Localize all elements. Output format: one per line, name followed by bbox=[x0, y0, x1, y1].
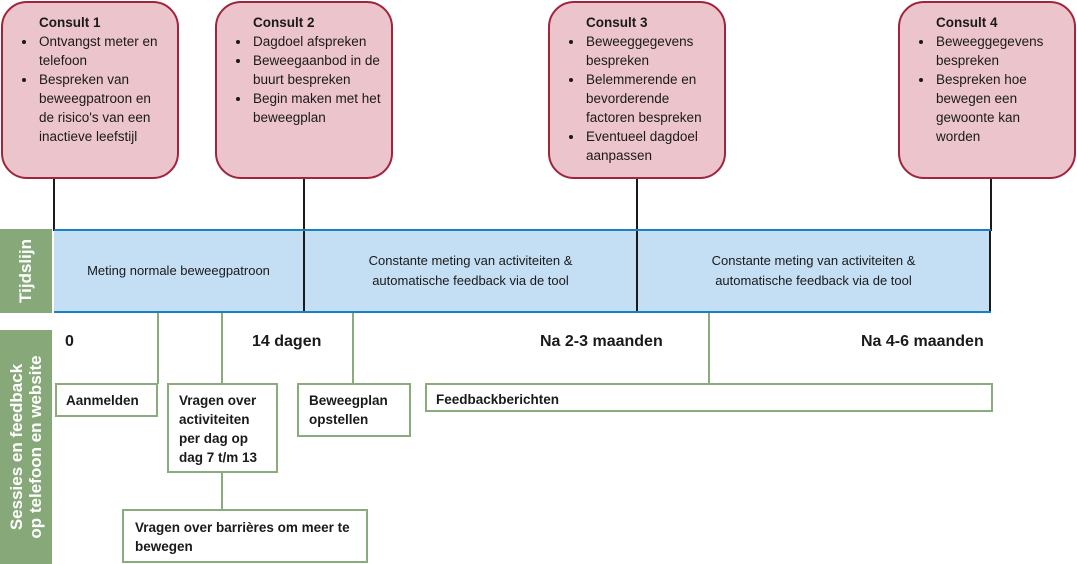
consult-2-connector bbox=[303, 179, 305, 231]
aanmelden-box: Aanmelden bbox=[55, 383, 158, 417]
consult-4-list: Beweeggegevens bespreken Bespreken hoe b… bbox=[912, 32, 1064, 146]
tijdslijn-text: Tijdslijn bbox=[16, 239, 35, 303]
beweegplan-box: Beweegplan opstellen bbox=[297, 383, 411, 437]
sessies-line-2: op telefoon en website bbox=[26, 355, 45, 539]
timeline-divider bbox=[303, 231, 305, 311]
consult-4-item: Bespreken hoe bewegen een gewoonte kan w… bbox=[934, 70, 1064, 146]
consult-1-title: Consult 1 bbox=[39, 15, 101, 30]
consult-1-box: Consult 1 Ontvangst meter en telefoon Be… bbox=[1, 1, 179, 179]
time-mark-4-6-maanden: Na 4-6 maanden bbox=[861, 333, 984, 350]
feedbackberichten-box: Feedbackberichten bbox=[425, 383, 993, 412]
consult-3-box: Consult 3 Beweeggegevens bespreken Belem… bbox=[548, 1, 726, 179]
time-mark-2-3-maanden: Na 2-3 maanden bbox=[540, 333, 663, 350]
tijdslijn-label: Tijdslijn bbox=[0, 229, 52, 313]
timeline-bar: Meting normale beweegpatroon Constante m… bbox=[54, 229, 991, 313]
consult-3-item: Belemmerende en bevorderende factoren be… bbox=[584, 70, 714, 127]
sessies-text: Sessies en feedback op telefoon en websi… bbox=[7, 355, 45, 538]
beweegplan-connector bbox=[352, 313, 354, 384]
consult-4-item: Beweeggegevens bespreken bbox=[934, 32, 1064, 70]
consult-4-title: Consult 4 bbox=[936, 15, 998, 30]
consult-1-item: Ontvangst meter en telefoon bbox=[37, 32, 167, 70]
consult-2-box: Consult 2 Dagdoel afspreken Beweegaanbod… bbox=[215, 1, 393, 179]
vragen-activiteiten-box: Vragen over activiteiten per dag op dag … bbox=[167, 383, 278, 473]
timeline-segment-3: Constante meting van activiteiten & auto… bbox=[711, 253, 916, 288]
consult-1-list: Ontvangst meter en telefoon Bespreken va… bbox=[15, 32, 167, 146]
timeline-segment-1: Meting normale beweegpatroon bbox=[87, 263, 270, 278]
time-mark-14-dagen: 14 dagen bbox=[252, 333, 322, 350]
aanmelden-connector bbox=[157, 313, 159, 384]
consult-3-connector bbox=[636, 179, 638, 231]
consult-2-item: Begin maken met het beweegplan bbox=[251, 89, 381, 127]
vragen-barrieres-box: Vragen over barrières om meer te bewegen bbox=[122, 509, 368, 563]
consult-3-list: Beweeggegevens bespreken Belemmerende en… bbox=[562, 32, 714, 165]
timeline-segment-2: Constante meting van activiteiten & auto… bbox=[368, 253, 573, 288]
vragen-activiteiten-connector bbox=[221, 313, 223, 384]
consult-1-connector bbox=[53, 179, 55, 231]
time-mark-0: 0 bbox=[65, 333, 74, 350]
consult-3-item: Beweeggegevens bespreken bbox=[584, 32, 714, 70]
timeline-end bbox=[989, 231, 991, 311]
consult-1-item: Bespreken van beweegpatroon en de risico… bbox=[37, 70, 167, 146]
consult-2-list: Dagdoel afspreken Beweegaanbod in de buu… bbox=[229, 32, 381, 127]
consult-3-item: Eventueel dagdoel aanpassen bbox=[584, 127, 714, 165]
consult-2-item: Beweegaanbod in de buurt bespreken bbox=[251, 51, 381, 89]
timeline-divider bbox=[636, 231, 638, 311]
sessies-line-1: Sessies en feedback bbox=[7, 363, 26, 531]
consult-2-item: Dagdoel afspreken bbox=[251, 32, 381, 51]
consult-2-title: Consult 2 bbox=[253, 15, 315, 30]
sessies-label: Sessies en feedback op telefoon en websi… bbox=[0, 330, 52, 564]
consult-3-title: Consult 3 bbox=[586, 15, 648, 30]
consult-4-connector bbox=[990, 179, 992, 231]
feedback-connector bbox=[708, 313, 710, 384]
consult-4-box: Consult 4 Beweeggegevens bespreken Bespr… bbox=[898, 1, 1076, 179]
barrieres-connector bbox=[221, 472, 223, 510]
